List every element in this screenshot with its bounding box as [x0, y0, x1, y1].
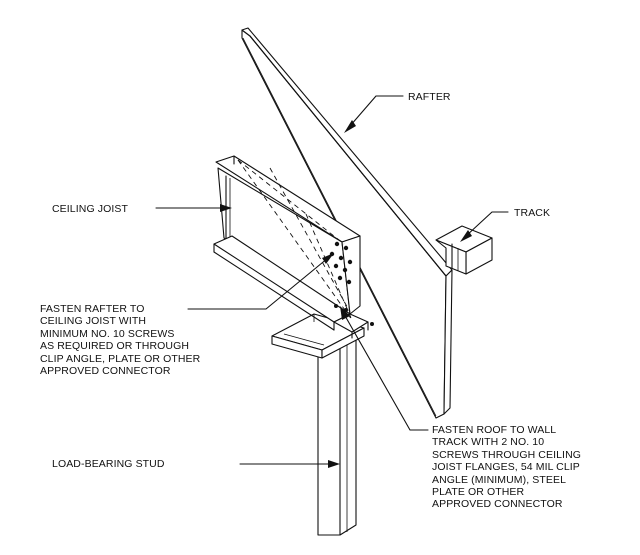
track-label: TRACK	[514, 207, 551, 219]
note-line: PLATE OR OTHER	[432, 486, 525, 499]
note-line: MINIMUM NO. 10 SCREWS	[40, 327, 175, 340]
note-line: SCREWS THROUGH CEILING	[432, 448, 582, 461]
ceiling-joist-leader	[155, 204, 232, 212]
note-line: FASTEN ROOF TO WALL	[432, 424, 557, 436]
ceiling-joist	[213, 155, 369, 339]
note-line: APPROVED CONNECTOR	[432, 498, 563, 511]
note-line: FASTEN RAFTER TO	[40, 303, 145, 315]
hidden-lines	[237, 159, 353, 321]
fasten-roof-leader	[340, 306, 429, 431]
load-bearing-stud	[317, 325, 357, 536]
stud-label: LOAD-BEARING STUD	[52, 458, 165, 470]
note-line: CEILING JOIST WITH	[40, 315, 147, 328]
note-line: ANGLE (MINIMUM), STEEL	[432, 473, 567, 486]
note-line: AS REQUIRED OR THROUGH	[40, 340, 190, 353]
screw-pattern	[329, 241, 374, 326]
rafter-label: RAFTER	[408, 91, 451, 103]
note-line: APPROVED CONNECTOR	[40, 365, 171, 378]
track-leader	[460, 211, 509, 242]
note-line: CLIP ANGLE, PLATE OR OTHER	[40, 352, 201, 365]
stud-leader	[239, 460, 340, 468]
fasten-rafter-note: FASTEN RAFTER TO CEILING JOIST WITH MINI…	[40, 303, 200, 377]
ceiling-joist-label: CEILING JOIST	[52, 203, 128, 215]
rafter-leader	[344, 95, 404, 133]
note-line: JOIST FLANGES, 54 MIL CLIP	[432, 461, 580, 474]
rafter	[241, 27, 453, 419]
fasten-rafter-leader	[187, 253, 334, 310]
note-line: TRACK WITH 2 NO. 10	[432, 436, 545, 449]
fasten-roof-note: FASTEN ROOF TO WALL TRACK WITH 2 NO. 10 …	[432, 424, 581, 511]
